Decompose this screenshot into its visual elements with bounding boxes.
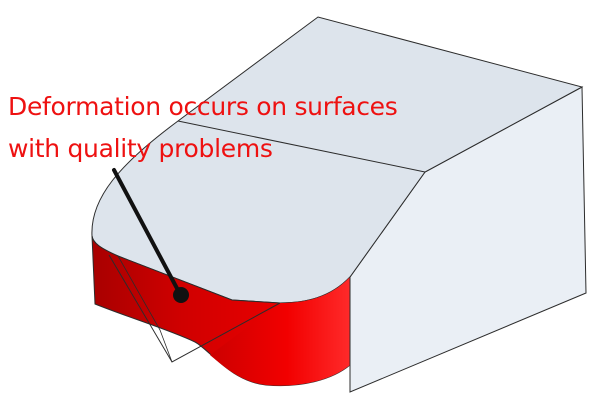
top-face-crease — [177, 120, 426, 173]
annotation-line-1: Deformation occurs on surfaces — [8, 92, 398, 121]
rounded-corner-surface — [210, 277, 350, 386]
leader-marker-icon — [173, 287, 189, 303]
annotation-line-2: with quality problems — [8, 134, 273, 163]
leader-line — [112, 168, 182, 296]
defect-annotation: Deformation occurs on surfaces with qual… — [8, 86, 448, 170]
deformation-crease — [117, 255, 173, 363]
